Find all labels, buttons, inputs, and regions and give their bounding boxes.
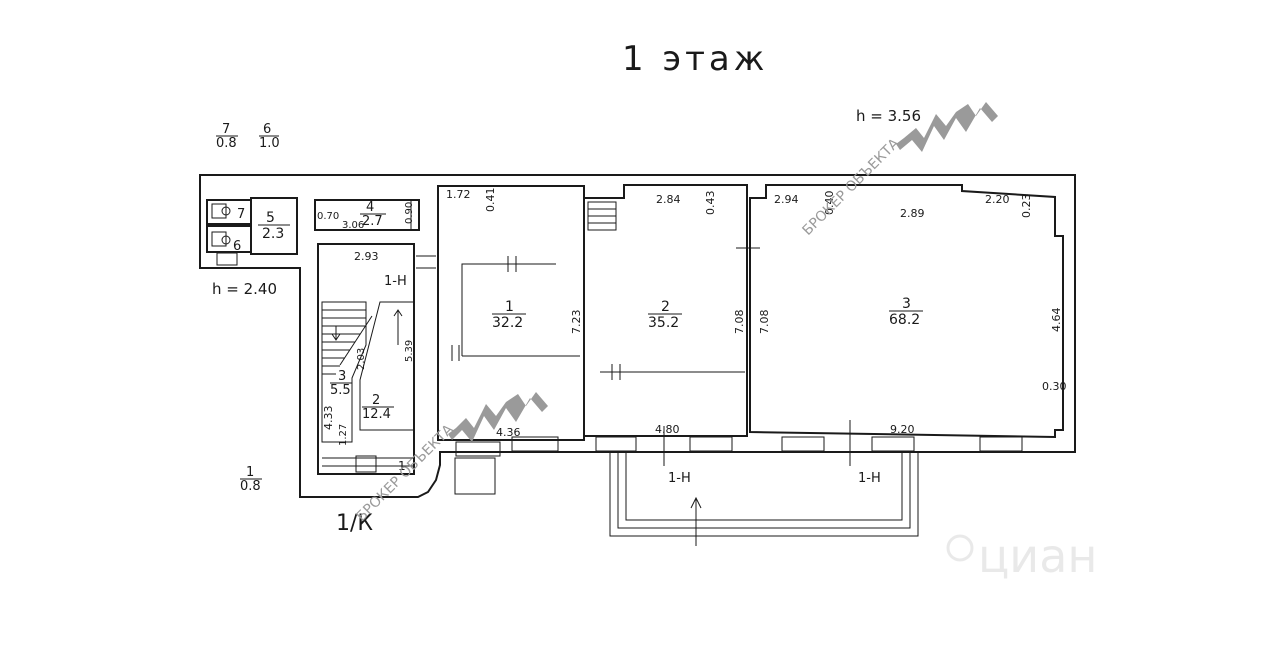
svg-text:12.4: 12.4 xyxy=(362,407,391,422)
svg-text:6: 6 xyxy=(263,122,271,137)
porch-ramp xyxy=(609,452,919,537)
stair-room-1-num: 1 xyxy=(398,459,406,473)
entrance-label-stair: 1-Н xyxy=(384,274,407,289)
outer-wall xyxy=(199,174,1076,498)
room-3 xyxy=(749,184,1064,439)
dim-1-27: 1.27 xyxy=(338,424,349,446)
entrance-label-room3: 1-Н xyxy=(858,471,881,486)
wc-6 xyxy=(221,235,231,245)
dim-4-80: 4.80 xyxy=(655,423,680,436)
room-6 xyxy=(206,225,252,253)
dim-4-64: 4.64 xyxy=(1050,308,1063,333)
vent-step xyxy=(216,252,238,266)
dim-0-23: 0.23 xyxy=(1020,194,1033,219)
area-label-6: 6 1.0 xyxy=(259,122,280,151)
wc-7 xyxy=(221,206,231,216)
windows-bottom xyxy=(455,436,1023,457)
room-2 xyxy=(583,184,748,437)
svg-text:5: 5 xyxy=(266,210,275,226)
room-1-label: 1 32.2 xyxy=(492,299,526,331)
dim-2-84: 2.84 xyxy=(656,193,681,206)
room-3-label: 3 68.2 xyxy=(889,296,923,328)
svg-text:1: 1 xyxy=(246,465,254,480)
svg-text:3: 3 xyxy=(902,296,911,312)
dim-1-72: 1.72 xyxy=(446,188,471,201)
stair-label: 1/К xyxy=(336,511,373,536)
watermark-logo-1 xyxy=(896,102,998,152)
dim-2-93: 2.93 xyxy=(354,250,379,263)
dim-5-39: 5.39 xyxy=(404,340,415,362)
area-label-1: 1 0.8 xyxy=(240,465,262,494)
dim-3-06: 3.06 xyxy=(342,220,364,231)
room-7-num: 7 xyxy=(237,207,245,222)
svg-text:68.2: 68.2 xyxy=(889,312,920,328)
entrance-label-room2: 1-Н xyxy=(668,471,691,486)
svg-text:2: 2 xyxy=(372,393,380,408)
svg-text:0.8: 0.8 xyxy=(240,479,261,494)
svg-text:7: 7 xyxy=(222,122,230,137)
dim-7-08-a: 7.08 xyxy=(733,310,746,335)
dim-2-20: 2.20 xyxy=(985,193,1010,206)
dim-7-08-b: 7.08 xyxy=(758,310,771,335)
dim-2-89: 2.89 xyxy=(900,207,925,220)
dim-0-40: 0.40 xyxy=(823,191,836,216)
dim-2-94: 2.94 xyxy=(774,193,799,206)
room-2-label: 2 35.2 xyxy=(648,299,682,331)
room-5-label: 5 2.3 xyxy=(258,210,290,242)
svg-text:1.0: 1.0 xyxy=(259,136,280,151)
dim-0-41: 0.41 xyxy=(484,188,497,213)
ceiling-height-left: h = 2.40 xyxy=(212,280,277,298)
room-6-num: 6 xyxy=(233,239,241,254)
porch-small xyxy=(454,457,496,495)
stair-arrow-down xyxy=(331,326,341,341)
svg-text:5.5: 5.5 xyxy=(330,383,351,398)
room-3-stair xyxy=(321,301,367,443)
entrance-arrow xyxy=(690,496,702,546)
dim-0-43: 0.43 xyxy=(704,191,717,216)
svg-text:3: 3 xyxy=(338,369,346,384)
ceiling-height-main: h = 3.56 xyxy=(856,107,921,125)
svg-text:35.2: 35.2 xyxy=(648,315,679,331)
svg-text:2.7: 2.7 xyxy=(362,214,383,229)
room-1-interior-lines xyxy=(451,256,580,361)
dim-4-36: 4.36 xyxy=(496,426,521,439)
area-label-7: 7 0.8 xyxy=(216,122,238,151)
stair-room-2-label: 2 12.4 xyxy=(362,393,394,422)
room-5 xyxy=(250,197,298,255)
svg-text:циан: циан xyxy=(978,529,1097,583)
dim-0-70: 0.70 xyxy=(317,211,339,222)
dim-0-90: 0.90 xyxy=(404,202,415,224)
svg-text:2: 2 xyxy=(661,299,670,315)
stair-arrow-up xyxy=(393,309,403,345)
dim-4-33: 4.33 xyxy=(322,406,335,431)
room-6-fixture xyxy=(211,231,227,247)
dim-9-20: 9.20 xyxy=(890,423,915,436)
stair-room-3-label: 3 5.5 xyxy=(330,369,352,398)
svg-text:1: 1 xyxy=(505,299,514,315)
watermark-broker-1: БРОКЕР ОБЪЕКТА xyxy=(800,135,903,238)
room-4-niche xyxy=(410,199,420,231)
dim-7-23: 7.23 xyxy=(570,310,583,335)
svg-text:0.8: 0.8 xyxy=(216,136,237,151)
brand-watermark-cian: циан xyxy=(946,529,1097,583)
watermark-logo-2 xyxy=(448,392,548,442)
room-7-fixture xyxy=(211,203,227,219)
svg-text:4: 4 xyxy=(366,200,374,215)
room-2-stair xyxy=(359,301,415,431)
dim-0-30: 0.30 xyxy=(1042,380,1067,393)
room-4-label: 4 2.7 xyxy=(360,200,386,229)
svg-text:2.3: 2.3 xyxy=(262,226,284,242)
dim-2-03: 2.03 xyxy=(356,348,367,370)
stair-steps xyxy=(322,309,414,473)
entrance-ticks xyxy=(416,247,760,269)
floor-title: 1 этаж xyxy=(622,39,768,79)
svg-text:32.2: 32.2 xyxy=(492,315,523,331)
room-2-interior-lines xyxy=(587,201,745,380)
